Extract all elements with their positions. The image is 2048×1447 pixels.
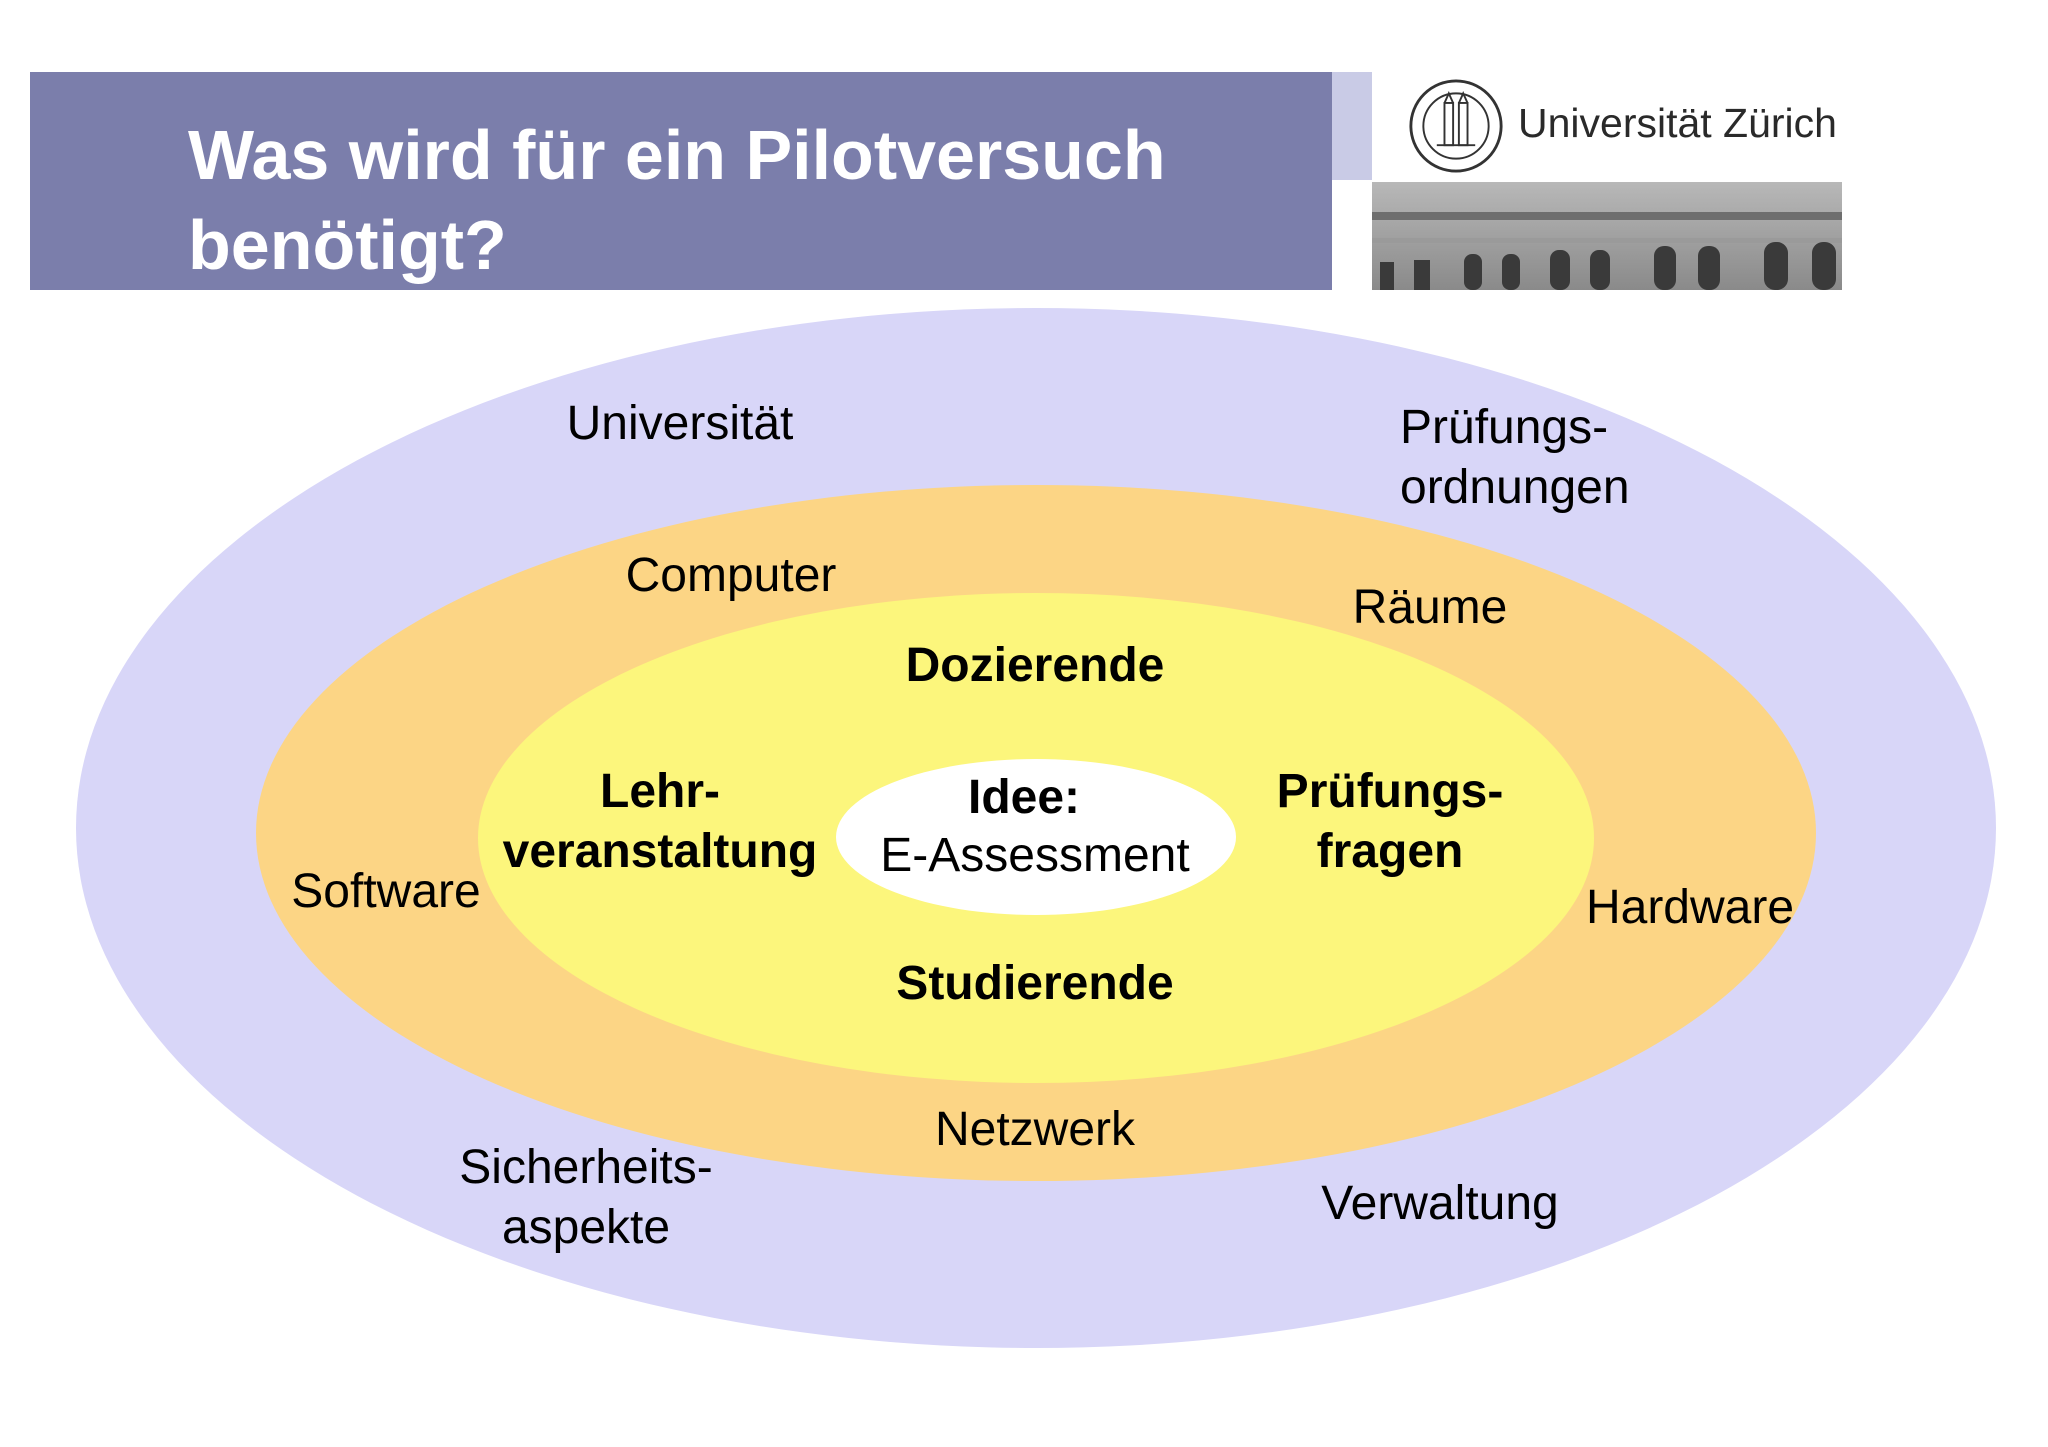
label-sicherheitsaspekte: Sicherheits- aspekte [436, 1138, 736, 1258]
university-name: Universität Zürich [1518, 100, 1837, 146]
label-universitaet: Universität [566, 397, 794, 450]
label-verwaltung: Verwaltung [1321, 1177, 1559, 1230]
label-dozierende: Dozierende [905, 639, 1165, 692]
label-netzwerk: Netzwerk [934, 1103, 1136, 1156]
title-accent [1332, 72, 1372, 180]
label-software: Software [291, 865, 481, 918]
title-line-2: benötigt? [188, 206, 507, 284]
label-hardware: Hardware [1585, 881, 1795, 934]
university-seal-icon [1409, 79, 1503, 173]
page-title: Was wird für ein Pilotversuch benötigt? [188, 110, 1308, 290]
university-logo: Universität Zürich [1400, 72, 1842, 182]
label-pruefungsordnungen: Prüfungs- ordnungen [1400, 398, 1650, 518]
center-label-idee: Idee: [967, 771, 1081, 824]
center-label-e-assessment: E-Assessment [880, 829, 1190, 882]
label-sicherheitsaspekte-line-2: aspekte [501, 1201, 671, 1254]
label-pruefungsordnungen-line-1: Prüfungs- [1400, 401, 1609, 454]
label-lehrveranstaltung-line-1: Lehr- [600, 765, 720, 818]
label-pruefungsfragen-line-2: fragen [1316, 825, 1464, 878]
label-pruefungsordnungen-line-2: ordnungen [1400, 461, 1630, 514]
title-line-1: Was wird für ein Pilotversuch [188, 116, 1166, 194]
label-lehrveranstaltung: Lehr- veranstaltung [480, 762, 840, 882]
label-studierende: Studierende [896, 957, 1174, 1010]
label-sicherheitsaspekte-line-1: Sicherheits- [459, 1141, 713, 1194]
label-lehrveranstaltung-line-2: veranstaltung [502, 825, 818, 878]
label-computer: Computer [625, 549, 837, 602]
label-pruefungsfragen-line-1: Prüfungs- [1276, 765, 1504, 818]
title-bar [30, 72, 1332, 290]
university-building-image [1372, 182, 1842, 290]
center-ellipse [836, 759, 1236, 915]
label-raeume: Räume [1352, 581, 1508, 634]
label-pruefungsfragen: Prüfungs- fragen [1240, 762, 1540, 882]
